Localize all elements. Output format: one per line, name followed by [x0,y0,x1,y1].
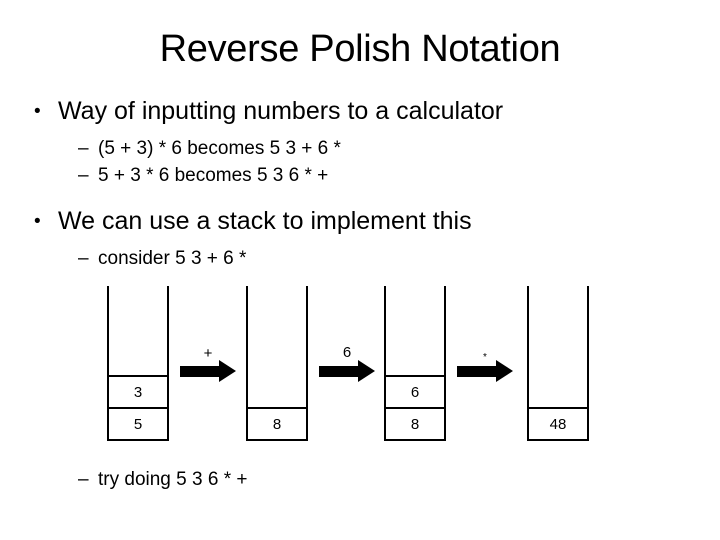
stack-1-cell-top: 3 [109,375,167,407]
arrow-2 [319,360,375,382]
arrow-3-label: * [483,352,487,363]
bullet-marker: • [34,101,41,122]
arrow-3-shaft [457,366,496,377]
stack-1-cells: 3 5 [109,375,167,439]
bullet-marker: • [34,211,41,232]
arrow-1 [180,360,236,382]
sub-bullet-text: 5 + 3 * 6 becomes 5 3 6 * + [98,165,329,186]
stack-3-cells: 6 8 [386,375,444,439]
stack-3-cell-top: 6 [386,375,444,407]
arrow-3-head [496,360,513,382]
stack-2-cells: 8 [248,407,306,439]
stack-1: 3 5 [107,286,169,441]
stack-2-cell-bottom: 8 [248,407,306,439]
arrow-3 [457,360,513,382]
sub-bullet-text: (5 + 3) * 6 becomes 5 3 + 6 * [98,138,341,159]
sub-bullet-expression-2: –5 + 3 * 6 becomes 5 3 6 * + [78,163,328,188]
dash-marker: – [78,138,89,159]
bullet-text: We can use a stack to implement this [58,207,472,235]
stack-4-cell-bottom: 48 [529,407,587,439]
stack-4: 48 [527,286,589,441]
arrow-2-label: 6 [342,344,352,361]
arrow-2-shaft [319,366,358,377]
dash-marker: – [78,469,89,490]
arrow-1-head [219,360,236,382]
sub-bullet-expression-1: –(5 + 3) * 6 becomes 5 3 + 6 * [78,136,341,161]
arrow-2-head [358,360,375,382]
arrow-1-shaft [180,366,219,377]
page-title: Reverse Polish Notation [159,28,561,70]
sub-bullet-text: consider 5 3 + 6 * [98,248,247,269]
stack-3-cell-bottom: 8 [386,407,444,439]
stack-2: 8 [246,286,308,441]
sub-bullet-consider: –consider 5 3 + 6 * [78,246,246,271]
dash-marker: – [78,165,89,186]
sub-bullet-try: –try doing 5 3 6 * + [78,467,247,492]
dash-marker: – [78,248,89,269]
arrow-1-label: + [203,345,213,362]
stack-1-cell-bottom: 5 [109,407,167,439]
stack-4-cells: 48 [529,407,587,439]
stack-3: 6 8 [384,286,446,441]
bullet-inputting: • Way of inputting numbers to a calculato… [34,96,503,127]
bullet-stack: • We can use a stack to implement this [34,206,472,237]
bullet-text: Way of inputting numbers to a calculator [58,97,504,125]
sub-bullet-text: try doing 5 3 6 * + [98,469,248,490]
